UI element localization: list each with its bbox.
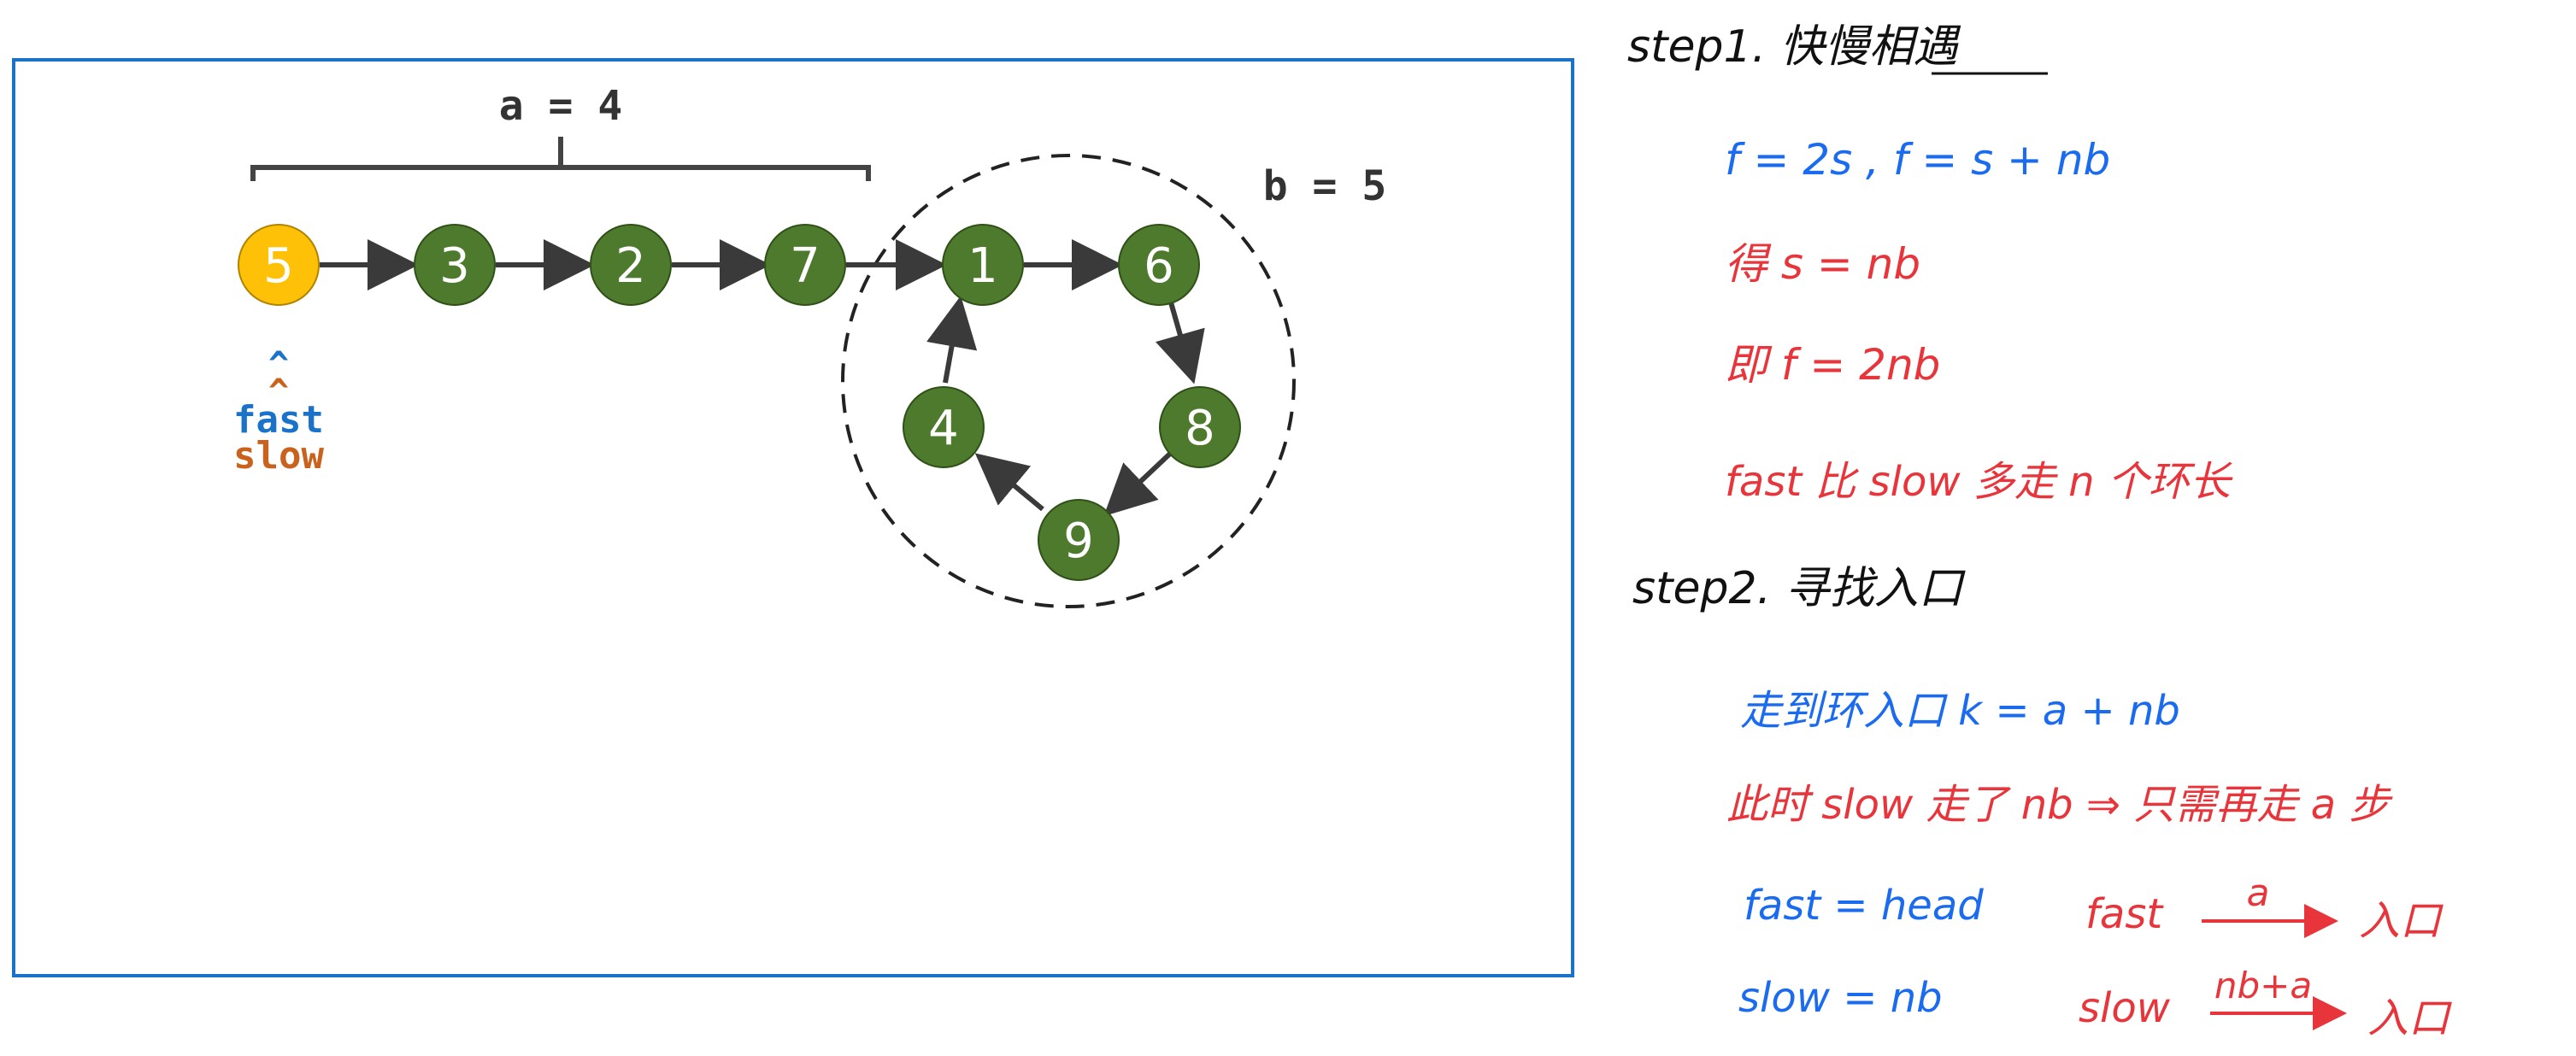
- svg-text:2: 2: [615, 238, 646, 294]
- eq3: 即 f = 2nb: [1725, 340, 1940, 390]
- fast-caret: ^: [268, 345, 289, 384]
- a-label: a = 4: [499, 82, 623, 130]
- svg-text:7: 7: [790, 238, 820, 294]
- svg-text:8: 8: [1185, 401, 1215, 456]
- line6-right: 入口: [2367, 994, 2452, 1042]
- node-8: 8: [1159, 386, 1241, 468]
- node-3: 3: [414, 224, 496, 306]
- svg-text:3: 3: [439, 238, 470, 294]
- line4-over: a: [2247, 871, 2270, 915]
- node-7: 7: [764, 224, 846, 306]
- node-9: 9: [1038, 499, 1120, 581]
- svg-text:5: 5: [263, 238, 294, 294]
- slow-pointer-label: slow: [233, 434, 324, 478]
- line2: 此时 slow 走了 nb ⇒ 只需再走 a 步: [1726, 781, 2393, 829]
- cycle-boundary: [841, 154, 1296, 608]
- edges: [320, 239, 1205, 517]
- line4-right: 入口: [2359, 897, 2444, 945]
- eq4: fast 比 slow 多走 n 个环长: [1725, 458, 2233, 506]
- edge-8-9: [1103, 450, 1173, 517]
- line1: 走到环入口 k = a + nb: [1740, 687, 2180, 735]
- fast-pointer-label: fast: [233, 398, 324, 442]
- diagram-frame: [12, 58, 1574, 977]
- node-4: 4: [903, 386, 985, 468]
- node-5: 5: [238, 224, 320, 306]
- edge-4-1: [926, 296, 978, 384]
- notes-panel: step1. 快慢相遇 f = 2s , f = s + nb 得 s = nb…: [1627, 21, 2452, 1042]
- node-6: 6: [1118, 224, 1200, 306]
- node-1: 1: [942, 224, 1024, 306]
- svg-text:6: 6: [1144, 238, 1174, 294]
- b-label: b = 5: [1263, 162, 1387, 210]
- step1-title: step1. 快慢相遇: [1627, 21, 1961, 73]
- line6-left: slow: [2079, 984, 2171, 1032]
- edge-6-8: [1155, 302, 1205, 384]
- svg-text:1: 1: [967, 238, 998, 294]
- line6-over: nb+a: [2214, 965, 2312, 1006]
- eq2: 得 s = nb: [1725, 239, 1920, 289]
- step2-title: step2. 寻找入口: [1632, 563, 1967, 614]
- line3: fast = head: [1744, 882, 1984, 930]
- line4-left: fast: [2085, 890, 2164, 938]
- slow-caret: ^: [268, 373, 289, 412]
- edge-9-4: [974, 453, 1044, 512]
- svg-text:9: 9: [1063, 513, 1094, 569]
- a-bracket: [250, 137, 871, 181]
- svg-text:4: 4: [928, 401, 959, 456]
- line5: slow = nb: [1738, 974, 1943, 1022]
- node-2: 2: [590, 224, 672, 306]
- eq1: f = 2s , f = s + nb: [1725, 135, 2110, 185]
